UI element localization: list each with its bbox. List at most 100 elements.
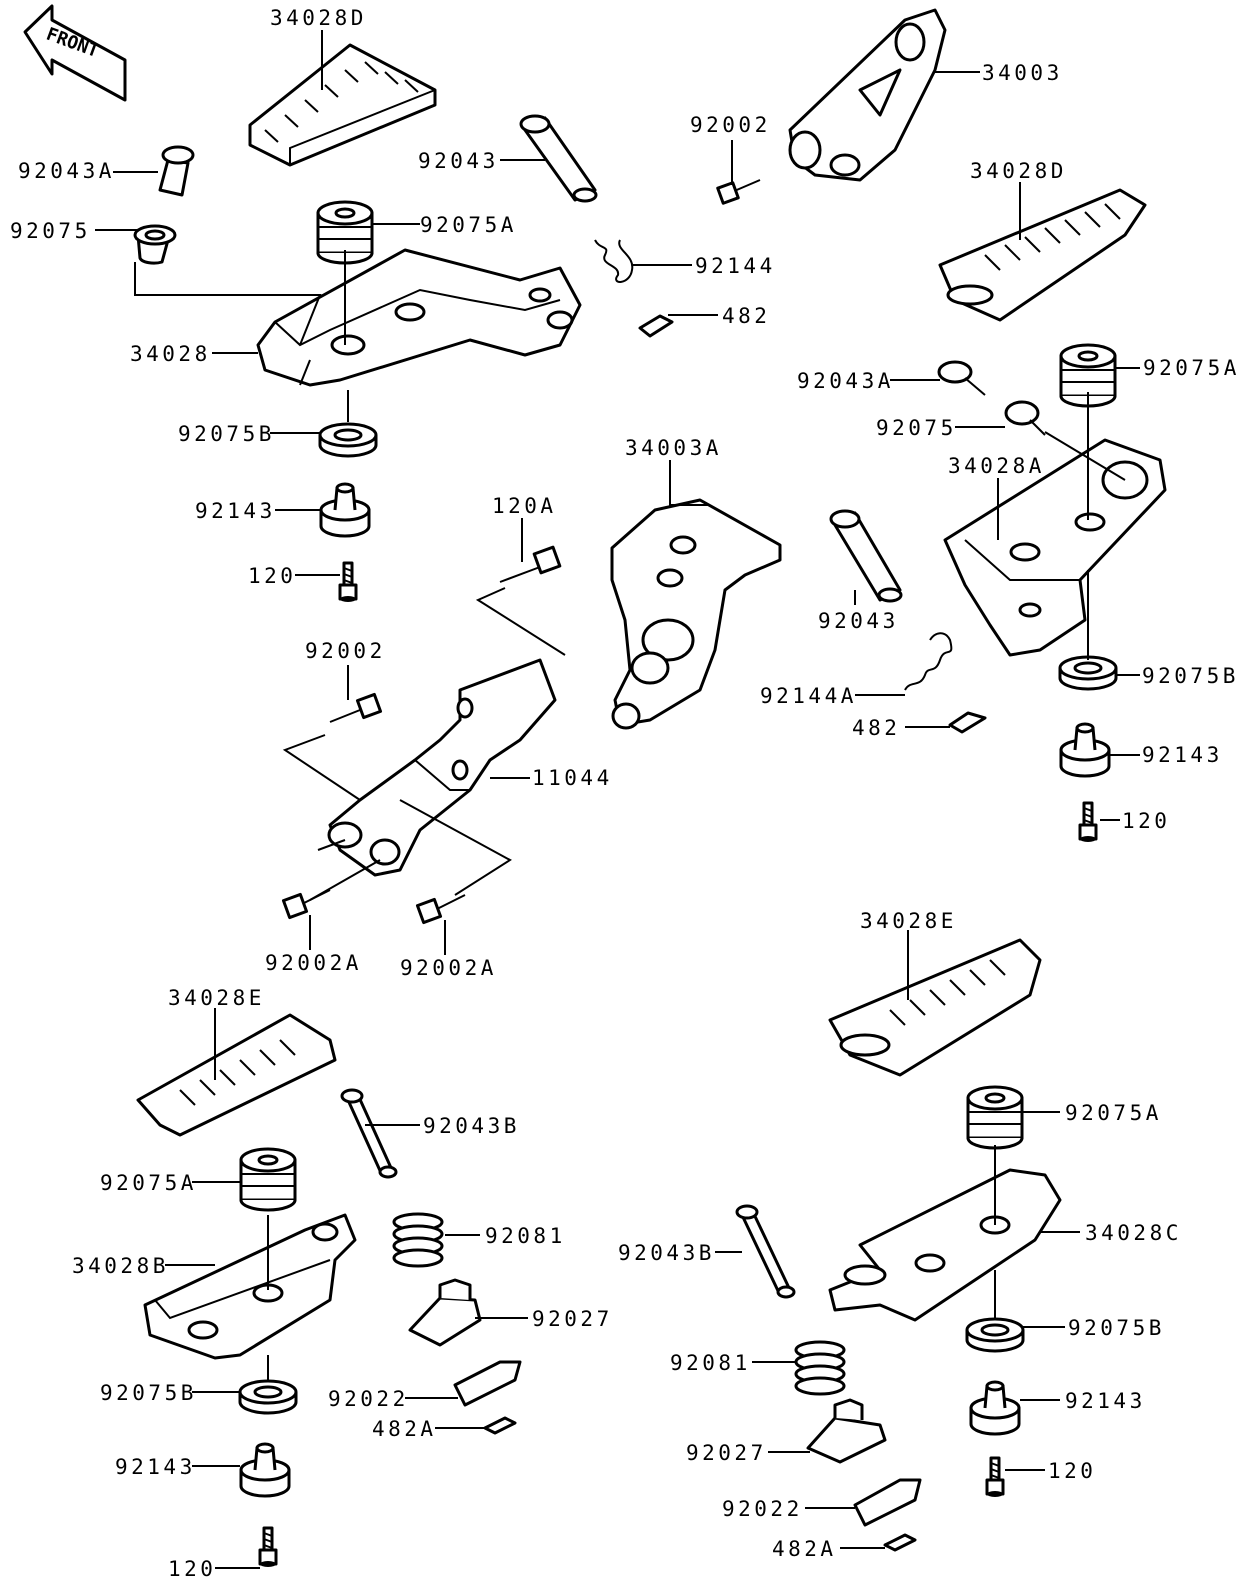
- label-120-right: 120: [1122, 809, 1170, 833]
- rubber-pad-34028E-right: [828, 938, 1042, 1077]
- clip-482-mid: [948, 711, 987, 734]
- spring-92144A: [904, 632, 953, 691]
- label-92027-right: 92027: [686, 1441, 767, 1465]
- label-92002A-right: 92002A: [400, 956, 497, 980]
- label-92043-top: 92043: [418, 149, 499, 173]
- clip-482A-left: [483, 1416, 517, 1435]
- bolt-120-right: [1078, 801, 1098, 844]
- bolt-120-bl: [258, 1526, 278, 1569]
- spring-92081-right: [794, 1340, 846, 1396]
- rubber-pad-34028E-left: [136, 1013, 337, 1137]
- label-482-mid: 482: [852, 716, 900, 740]
- bolt-120-br: [985, 1456, 1005, 1499]
- label-92043A-left: 92043A: [18, 159, 115, 183]
- spring-92081-left: [392, 1212, 444, 1268]
- rubber-pad-34028D-top: [248, 43, 437, 167]
- label-92081-right: 92081: [670, 1351, 751, 1375]
- label-34028D-top: 34028D: [270, 6, 367, 30]
- bolt-92002-top: [716, 179, 761, 205]
- label-34028B: 34028B: [72, 1254, 169, 1278]
- label-11044: 11044: [532, 766, 613, 790]
- damper-92143-br: [969, 1380, 1021, 1436]
- bolt-92002A-left: [281, 889, 331, 920]
- label-92144A: 92144A: [760, 684, 857, 708]
- footpeg-bracket-34028C: [828, 1168, 1062, 1322]
- label-34028A: 34028A: [948, 454, 1045, 478]
- part-labels: 34028D 92043A 92075 92075A 34028 92075B …: [10, 6, 1240, 1581]
- label-92022-right: 92022: [722, 1497, 803, 1521]
- front-arrow-icon: FRONT: [23, 4, 127, 102]
- label-34028E-left: 34028E: [168, 986, 265, 1010]
- label-92075B-bl: 92075B: [100, 1381, 197, 1405]
- label-34028E-right: 34028E: [860, 909, 957, 933]
- label-92143-left: 92143: [195, 499, 276, 523]
- label-92002-top: 92002: [690, 113, 771, 137]
- label-92075A-right: 92075A: [1143, 356, 1240, 380]
- bolt-92002-mid: [329, 692, 383, 723]
- label-34028C: 34028C: [1085, 1221, 1182, 1245]
- rubber-pad-34028D-right: [938, 188, 1147, 322]
- label-92075B-right: 92075B: [1142, 664, 1239, 688]
- label-92143-bl: 92143: [115, 1455, 196, 1479]
- label-92075B-br: 92075B: [1068, 1316, 1165, 1340]
- label-120-br: 120: [1048, 1459, 1096, 1483]
- pin-92043B-left: [340, 1088, 398, 1179]
- label-92081-left: 92081: [485, 1224, 566, 1248]
- label-92002-mid: 92002: [305, 639, 386, 663]
- bracket-11044: [327, 658, 557, 877]
- pin-92043B-right: [735, 1204, 796, 1299]
- bolt-120-left: [338, 561, 358, 604]
- bolt-120A: [499, 545, 562, 583]
- label-120A: 120A: [492, 494, 557, 518]
- washer-92075B-br: [965, 1317, 1025, 1353]
- label-92075-right: 92075: [876, 416, 957, 440]
- label-92027-left: 92027: [532, 1307, 613, 1331]
- leader-lines: [95, 30, 1140, 1569]
- label-92043B-left: 92043B: [423, 1114, 520, 1138]
- label-92043A-right: 92043A: [797, 369, 894, 393]
- damper-92143-right: [1059, 722, 1111, 778]
- label-482A-left: 482A: [372, 1417, 437, 1441]
- damper-92143-bl: [239, 1442, 291, 1498]
- label-120-left: 120: [248, 564, 296, 588]
- label-92043-mid: 92043: [818, 609, 899, 633]
- pin-92043A-left: [158, 145, 195, 197]
- pin-92043A-right: [937, 360, 986, 396]
- label-482A-right: 482A: [772, 1537, 837, 1561]
- label-92075A-br: 92075A: [1065, 1101, 1162, 1125]
- footpeg-bracket-34028B: [143, 1213, 357, 1360]
- grommet-92075A-bl: [239, 1147, 297, 1212]
- label-34028D-right: 34028D: [970, 159, 1067, 183]
- footpeg-bracket-34028: [256, 248, 582, 387]
- detent-92027-left: [408, 1278, 482, 1347]
- washer-92075B-bl: [238, 1379, 298, 1415]
- damper-92143-left: [319, 482, 371, 538]
- clip-482A-right: [883, 1533, 917, 1552]
- spring-92144: [594, 239, 634, 283]
- label-34028-left: 34028: [130, 342, 211, 366]
- clip-482-top: [638, 314, 674, 338]
- cover-92022-left: [453, 1360, 522, 1407]
- washer-92075B-left: [318, 422, 378, 458]
- bolt-92002A-right: [415, 894, 466, 925]
- grommet-92075A-br: [966, 1085, 1024, 1150]
- label-92002A-left: 92002A: [265, 951, 362, 975]
- label-34003: 34003: [982, 61, 1063, 85]
- pin-92043-top: [519, 114, 598, 203]
- detent-92027-right: [806, 1398, 887, 1464]
- bracket-34003A: [610, 498, 782, 730]
- cover-92022-right: [853, 1478, 922, 1527]
- label-482-top: 482: [722, 304, 770, 328]
- washer-92075B-right: [1058, 655, 1118, 691]
- label-34003A: 34003A: [625, 436, 722, 460]
- collar-92075-right: [1004, 400, 1046, 436]
- label-92143-br: 92143: [1065, 1389, 1146, 1413]
- pin-92043-mid: [829, 509, 903, 603]
- label-92022-left: 92022: [328, 1387, 409, 1411]
- label-92075A-bl: 92075A: [100, 1171, 197, 1195]
- collar-92075-left: [133, 224, 177, 265]
- bracket-34003: [788, 8, 947, 182]
- label-92075-left: 92075: [10, 219, 91, 243]
- label-92143-right: 92143: [1142, 743, 1223, 767]
